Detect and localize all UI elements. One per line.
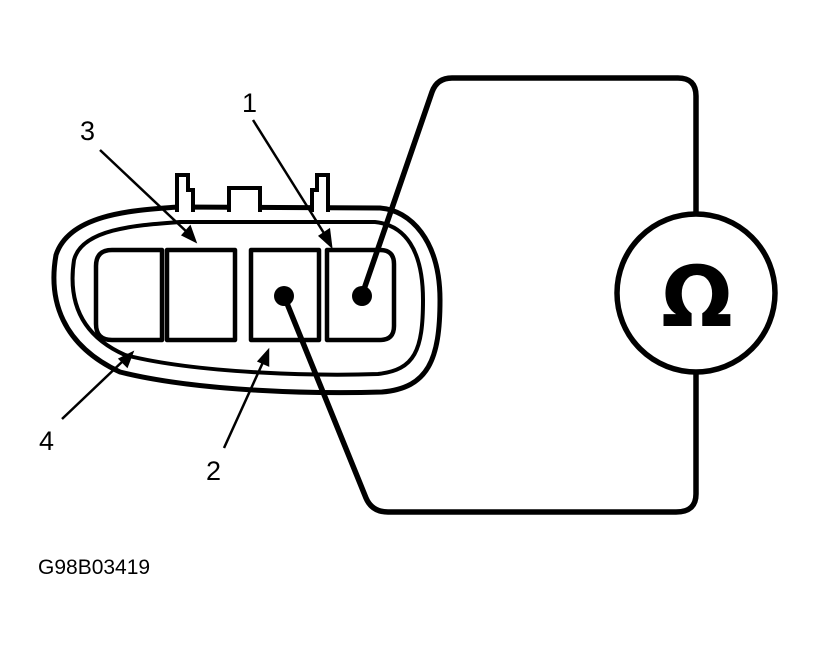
arrow-pin-2-icon <box>256 347 270 367</box>
leader-pin-2 <box>222 359 266 449</box>
pin-label-1: 1 <box>242 88 257 118</box>
terminal-cavities <box>93 247 397 343</box>
probe-tip-pin-2 <box>274 286 294 306</box>
pin-label-2: 2 <box>206 456 221 486</box>
arrow-pin-3-icon <box>180 224 198 244</box>
leader-pin-4 <box>61 359 125 420</box>
pin-label-3: 3 <box>80 116 95 146</box>
figure-code: G98B03419 <box>38 556 150 579</box>
leader-pin-1 <box>251 119 329 239</box>
arrow-pin-1-icon <box>317 227 333 250</box>
arrow-pin-4-icon <box>117 350 135 369</box>
probe-tip-pin-1 <box>352 286 372 306</box>
cavity-4 <box>93 247 165 343</box>
leader-pin-3 <box>99 149 190 235</box>
ohmmeter-icon: Ω <box>614 211 778 375</box>
pin-leaders <box>61 119 333 449</box>
lead-pin-1 <box>359 75 699 298</box>
pin-label-4: 4 <box>39 426 54 456</box>
meter-leads <box>281 75 699 515</box>
cavity-3 <box>164 247 238 343</box>
cavity-2 <box>248 247 322 343</box>
lead-pin-2 <box>281 293 699 515</box>
ohm-symbol: Ω <box>661 248 732 346</box>
connector-latch <box>175 173 330 212</box>
